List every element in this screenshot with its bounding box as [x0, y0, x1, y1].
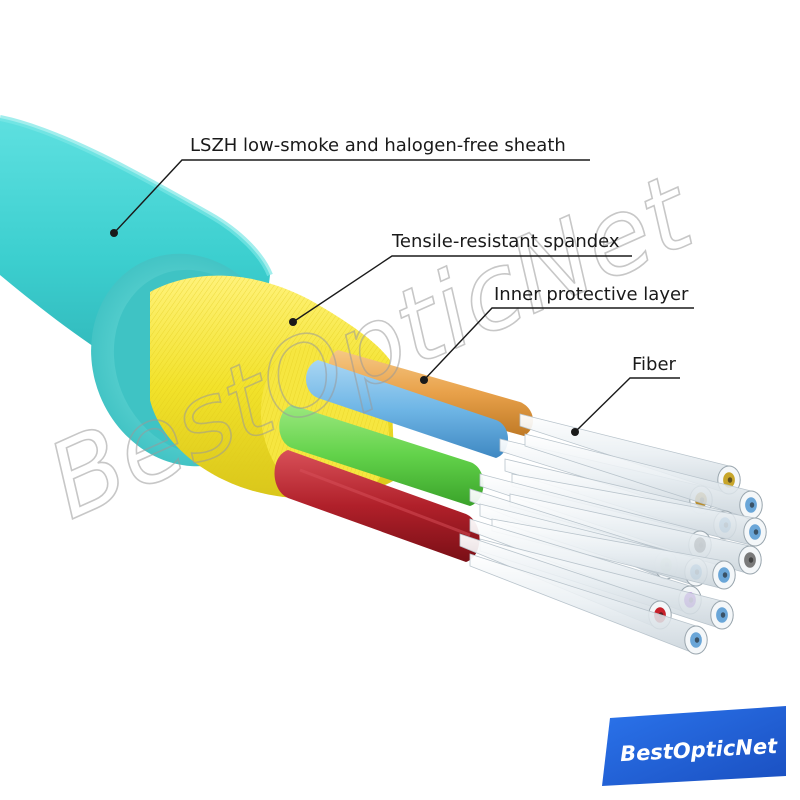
- fibers: [459, 413, 767, 655]
- label-fiber: Fiber: [632, 354, 677, 375]
- leader-sheath: [113, 159, 590, 234]
- tube-orange: [328, 350, 534, 436]
- leader-lines: [110, 159, 694, 436]
- fiber-core-center: [748, 557, 754, 563]
- leader-dot-spandex: [289, 318, 297, 326]
- fiber-core-center: [753, 529, 759, 535]
- tube-green: [279, 405, 484, 506]
- fiber-core-center: [749, 502, 755, 508]
- leader-dot-inner-layer: [420, 376, 428, 384]
- leader-dot-fiber: [571, 428, 579, 436]
- label-sheath: LSZH low-smoke and halogen-free sheath: [190, 135, 566, 156]
- leader-spandex: [292, 255, 632, 323]
- fiber-core-center: [694, 637, 700, 643]
- inner-tubes: [274, 350, 534, 562]
- tube-blue: [306, 360, 508, 458]
- fiber-core-center: [720, 612, 726, 618]
- leader-inner-layer: [423, 307, 694, 381]
- fiber-core-center: [722, 572, 728, 578]
- leader-dot-sheath: [110, 229, 118, 237]
- label-inner-layer: Inner protective layer: [494, 284, 689, 305]
- tube-red: [274, 450, 480, 562]
- leader-fiber: [574, 377, 680, 433]
- label-spandex: Tensile-resistant spandex: [391, 231, 620, 252]
- fiber-core-center: [727, 477, 733, 483]
- brand-badge: BestOpticNet: [602, 706, 786, 786]
